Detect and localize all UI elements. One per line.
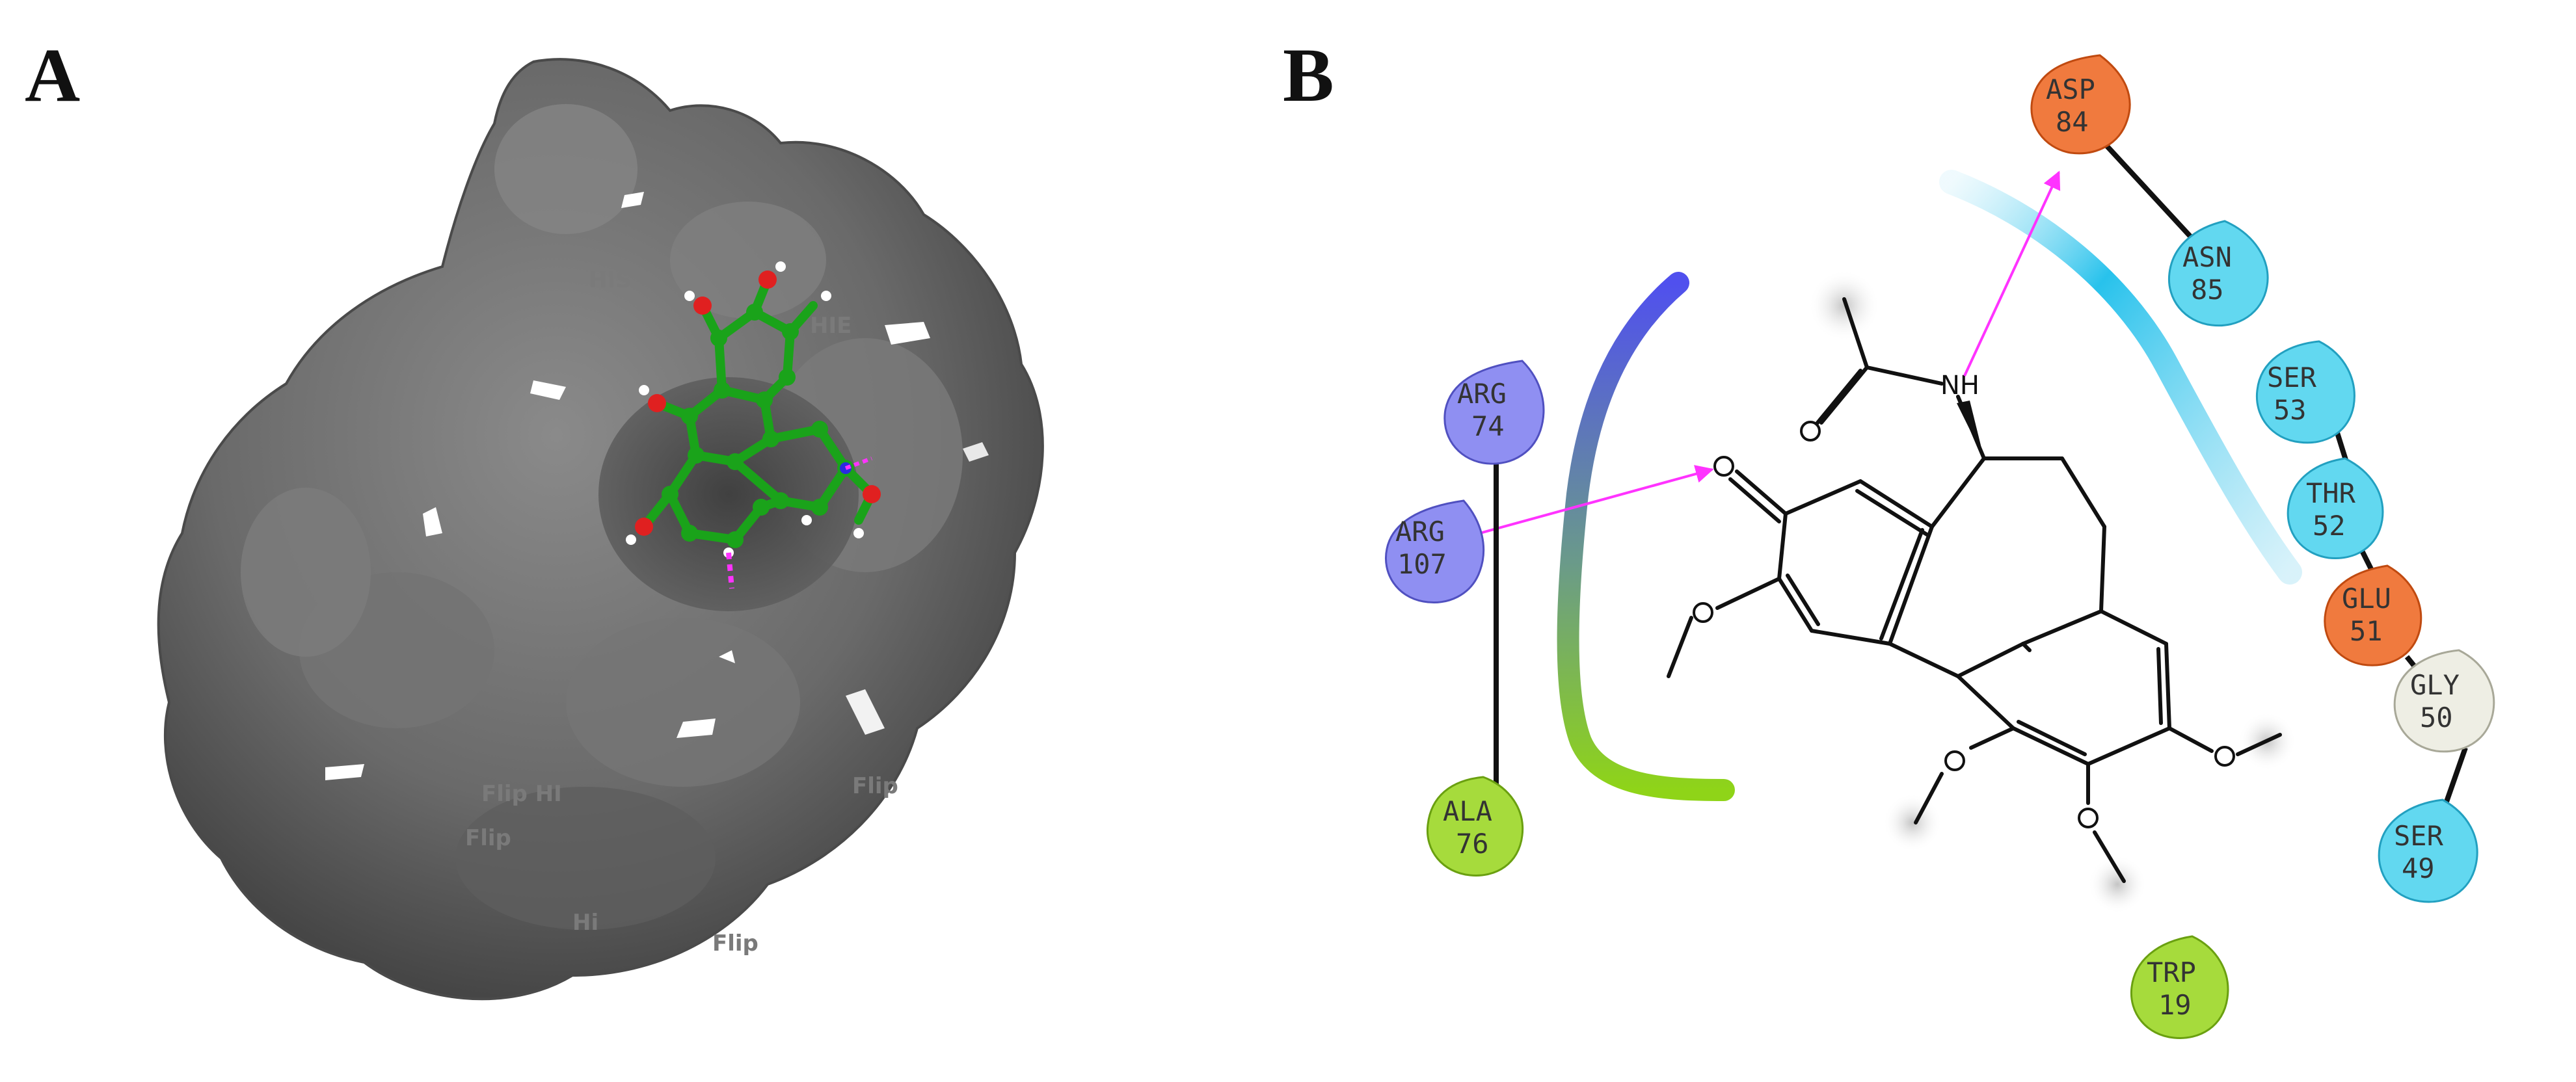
residue-name: ALA: [1443, 795, 1492, 827]
solvent-exposure-marker: [2088, 855, 2147, 914]
tropolone-o-atom: [1713, 456, 1734, 477]
surface-label: Flip HI: [481, 781, 562, 807]
residue-number: 19: [2158, 989, 2192, 1021]
panel-a-label: A: [25, 33, 81, 118]
surface-label: HIE: [810, 313, 852, 339]
residue-number: 84: [2056, 106, 2089, 138]
hbond-dash-a2: [844, 456, 873, 470]
solvent-exposure-marker: [1883, 793, 1942, 852]
residue-name: SER: [2394, 820, 2444, 852]
residue-arg74[interactable]: ARG 74: [1443, 360, 1545, 465]
residue-ser53[interactable]: SER 53: [2255, 340, 2355, 444]
residue-number: 51: [2350, 615, 2383, 647]
surface-label: Flip: [852, 773, 898, 799]
residue-name: TRP: [2147, 957, 2196, 988]
residue-ser49[interactable]: SER 49: [2378, 798, 2478, 903]
residue-number: 53: [2274, 394, 2307, 426]
surface-label: Flip: [712, 930, 758, 957]
pocket-boundary-right: [1939, 170, 2302, 585]
residue-name: ASN: [2182, 241, 2232, 273]
residue-name: ARG: [1395, 516, 1445, 548]
residue-trp19[interactable]: TRP 19: [2130, 935, 2229, 1039]
residue-thr52[interactable]: THR 52: [2287, 457, 2384, 559]
ligand-structure: [1667, 297, 2282, 883]
solvent-exposure-marker: [1808, 270, 1880, 341]
residue-number: 85: [2191, 274, 2224, 306]
residue-number: 74: [1471, 410, 1505, 442]
residue-number: 76: [1456, 828, 1489, 860]
hbond-arrow-arg107: [1479, 465, 1714, 534]
residue-number: 107: [1397, 548, 1447, 580]
stereo-wedge: [1957, 401, 1984, 458]
residue-group: ASP 84 ASN 85 SER 53 THR 52 GLU 51: [1385, 54, 2495, 1039]
residue-name: GLY: [2410, 669, 2460, 701]
residue-name: GLU: [2342, 583, 2391, 614]
surface-label: HIS: [589, 267, 632, 293]
residue-name: ARG: [1457, 378, 1507, 410]
residue-number: 52: [2313, 510, 2346, 542]
residue-gly50[interactable]: GLY 50: [2393, 649, 2495, 753]
methoxy-o-atom: [1693, 602, 1713, 623]
panel-b-label: B: [1283, 33, 1334, 118]
surface-label: Flip: [465, 825, 511, 851]
protein-surface-icon: [157, 58, 1044, 1001]
methoxy-o-atom: [2078, 808, 2099, 828]
nh-atom-label: NH: [1940, 371, 1979, 401]
residue-name: SER: [2267, 362, 2317, 393]
hbond-dash-a: [726, 552, 734, 589]
carbonyl-o-atom: [1800, 421, 1821, 442]
residue-arg107[interactable]: ARG 107: [1385, 499, 1485, 603]
residue-glu51[interactable]: GLU 51: [2324, 564, 2422, 666]
residue-name: THR: [2306, 477, 2356, 509]
residue-asn85[interactable]: ASN 85: [2167, 220, 2269, 327]
surface-label: Hi: [572, 910, 598, 936]
residue-number: 50: [2420, 702, 2453, 733]
residue-number: 49: [2402, 852, 2435, 884]
pocket-boundary-left: [1557, 272, 1735, 801]
methoxy-o-atom: [2214, 746, 2235, 767]
residue-asp84[interactable]: ASP 84: [2030, 54, 2131, 155]
residue-ala76[interactable]: ALA 76: [1426, 776, 1524, 877]
methoxy-o-atom: [1944, 750, 1965, 771]
hbond-arrow-asp84: [1963, 170, 2061, 376]
residue-name: ASP: [2046, 73, 2095, 105]
